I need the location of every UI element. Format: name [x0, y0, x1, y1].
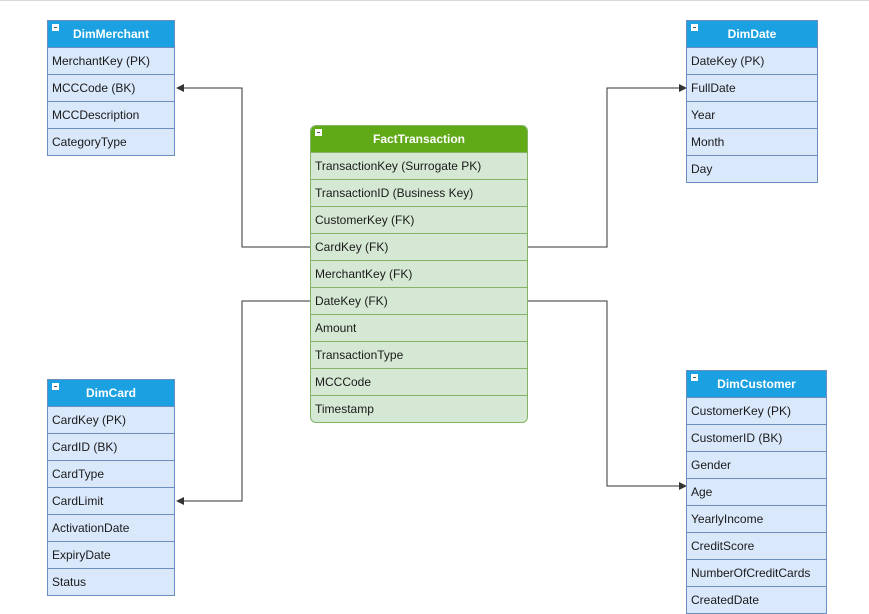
- collapse-icon[interactable]: [52, 383, 59, 390]
- field-activation-date[interactable]: ActivationDate: [48, 514, 174, 541]
- top-border-line: [0, 0, 869, 1]
- collapse-icon[interactable]: [691, 374, 698, 381]
- field-status[interactable]: Status: [48, 568, 174, 595]
- field-card-type[interactable]: CardType: [48, 460, 174, 487]
- collapse-icon[interactable]: [315, 129, 322, 136]
- connector-fact-to-card[interactable]: [176, 300, 310, 505]
- field-mcc-code[interactable]: MCCCode (BK): [48, 74, 174, 101]
- field-transaction-key[interactable]: TransactionKey (Surrogate PK): [311, 152, 527, 179]
- field-full-date[interactable]: FullDate: [687, 74, 817, 101]
- field-mcc-code[interactable]: MCCCode: [311, 368, 527, 395]
- field-customer-key[interactable]: CustomerKey (PK): [687, 397, 826, 424]
- field-transaction-type[interactable]: TransactionType: [311, 341, 527, 368]
- dim-card-title: DimCard: [85, 386, 136, 400]
- field-customer-id[interactable]: CustomerID (BK): [687, 424, 826, 451]
- field-card-limit[interactable]: CardLimit: [48, 487, 174, 514]
- field-merchant-key[interactable]: MerchantKey (PK): [48, 47, 174, 74]
- dim-date-title: DimDate: [727, 27, 777, 41]
- dim-merchant-header[interactable]: DimMerchant: [48, 21, 174, 47]
- field-expiry-date[interactable]: ExpiryDate: [48, 541, 174, 568]
- field-merchant-key-fk[interactable]: MerchantKey (FK): [311, 260, 527, 287]
- field-day[interactable]: Day: [687, 155, 817, 182]
- field-yearly-income[interactable]: YearlyIncome: [687, 505, 826, 532]
- dim-merchant-table[interactable]: DimMerchant MerchantKey (PK) MCCCode (BK…: [47, 20, 175, 156]
- dim-customer-header[interactable]: DimCustomer: [687, 371, 826, 397]
- connector-fact-to-date[interactable]: [528, 84, 687, 248]
- connector-fact-to-customer[interactable]: [528, 300, 687, 490]
- field-card-id[interactable]: CardID (BK): [48, 433, 174, 460]
- collapse-icon[interactable]: [691, 24, 698, 31]
- field-number-of-credit-cards[interactable]: NumberOfCreditCards: [687, 559, 826, 586]
- field-card-key-fk[interactable]: CardKey (FK): [311, 233, 527, 260]
- field-created-date[interactable]: CreatedDate: [687, 586, 826, 613]
- field-date-key[interactable]: DateKey (PK): [687, 47, 817, 74]
- field-transaction-id[interactable]: TransactionID (Business Key): [311, 179, 527, 206]
- connector-fact-to-merchant[interactable]: [176, 84, 310, 248]
- fact-transaction-header[interactable]: FactTransaction: [311, 126, 527, 152]
- field-month[interactable]: Month: [687, 128, 817, 155]
- field-card-key[interactable]: CardKey (PK): [48, 406, 174, 433]
- dim-date-table[interactable]: DimDate DateKey (PK) FullDate Year Month…: [686, 20, 818, 183]
- field-mcc-description[interactable]: MCCDescription: [48, 101, 174, 128]
- field-year[interactable]: Year: [687, 101, 817, 128]
- dim-card-table[interactable]: DimCard CardKey (PK) CardID (BK) CardTyp…: [47, 379, 175, 596]
- collapse-icon[interactable]: [52, 24, 59, 31]
- dim-merchant-title: DimMerchant: [72, 27, 149, 41]
- fact-transaction-table[interactable]: FactTransaction TransactionKey (Surrogat…: [310, 125, 528, 423]
- dim-card-header[interactable]: DimCard: [48, 380, 174, 406]
- field-category-type[interactable]: CategoryType: [48, 128, 174, 155]
- field-credit-score[interactable]: CreditScore: [687, 532, 826, 559]
- field-age[interactable]: Age: [687, 478, 826, 505]
- field-timestamp[interactable]: Timestamp: [311, 395, 527, 422]
- dim-customer-table[interactable]: DimCustomer CustomerKey (PK) CustomerID …: [686, 370, 827, 614]
- fact-transaction-title: FactTransaction: [372, 132, 466, 146]
- field-gender[interactable]: Gender: [687, 451, 826, 478]
- dim-customer-title: DimCustomer: [717, 377, 796, 391]
- dim-date-header[interactable]: DimDate: [687, 21, 817, 47]
- field-amount[interactable]: Amount: [311, 314, 527, 341]
- field-customer-key-fk[interactable]: CustomerKey (FK): [311, 206, 527, 233]
- field-date-key-fk[interactable]: DateKey (FK): [311, 287, 527, 314]
